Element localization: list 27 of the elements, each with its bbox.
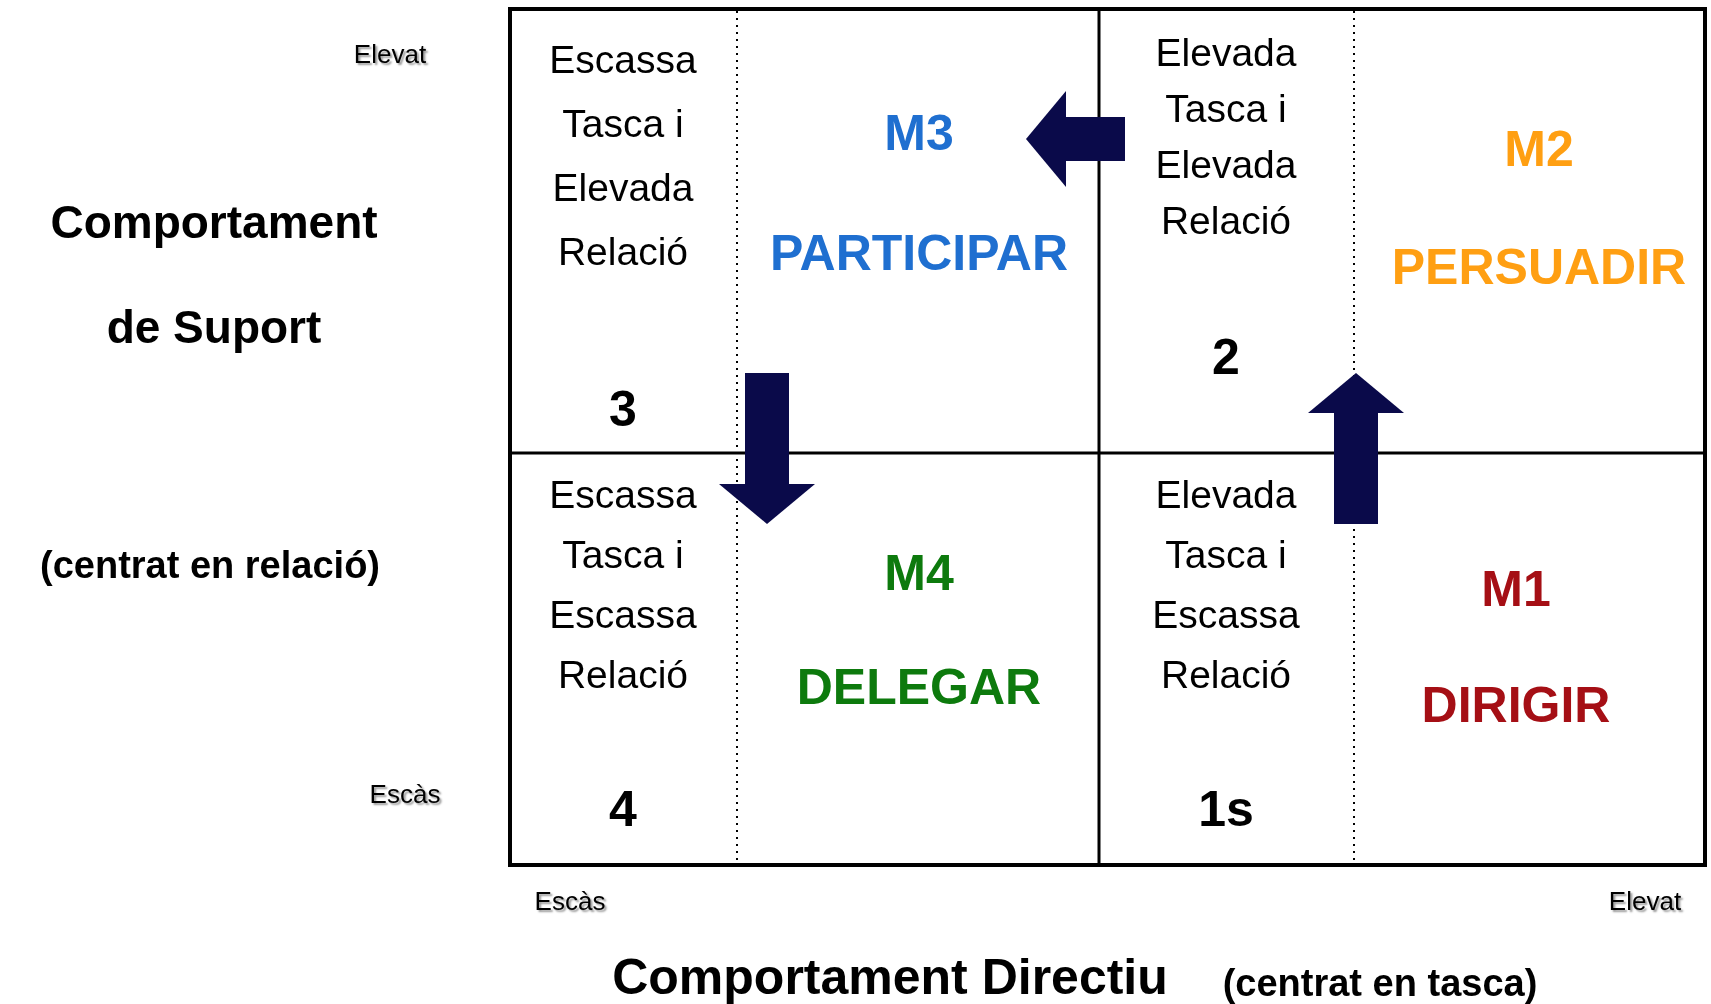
- mode-name: DIRIGIR: [1420, 676, 1612, 735]
- mode-name: PARTICIPAR: [768, 224, 1070, 283]
- mode-code: M3: [883, 104, 955, 163]
- mode-code: M2: [1503, 120, 1575, 179]
- quadrant-number: 1s: [1197, 780, 1255, 839]
- axis-tick-label: Elevat: [352, 38, 428, 71]
- axis-subtitle: (centrat en tasca): [1221, 961, 1539, 1004]
- mode-name: PERSUADIR: [1390, 238, 1688, 297]
- quadrant-description: Escassa Tasca i Elevada Relació: [549, 37, 697, 275]
- axis-subtitle: (centrat en relació): [39, 543, 381, 588]
- axis-tick-label: Escàs: [533, 885, 607, 918]
- block-arrow: [1308, 373, 1404, 524]
- quadrant-description: Escassa Tasca i Escassa Relació: [549, 472, 697, 698]
- block-arrow: [1026, 91, 1125, 187]
- mode-code: M1: [1480, 560, 1552, 619]
- axis-title: Comportament Directiu: [611, 948, 1169, 1004]
- quadrant-number: 2: [1211, 328, 1241, 387]
- quadrant-description: Elevada Tasca i Escassa Relació: [1152, 472, 1300, 698]
- block-arrow: [719, 373, 815, 524]
- axis-tick-label: Escàs: [368, 778, 442, 811]
- axis-tick-label: Elevat: [1607, 885, 1683, 918]
- mode-code: M4: [883, 544, 955, 603]
- axis-title: Comportament de Suport: [49, 195, 379, 355]
- mode-name: DELEGAR: [795, 658, 1043, 717]
- quadrant-number: 3: [608, 380, 638, 439]
- quadrant-number: 4: [608, 780, 638, 839]
- quadrant-description: Elevada Tasca i Elevada Relació: [1155, 30, 1297, 244]
